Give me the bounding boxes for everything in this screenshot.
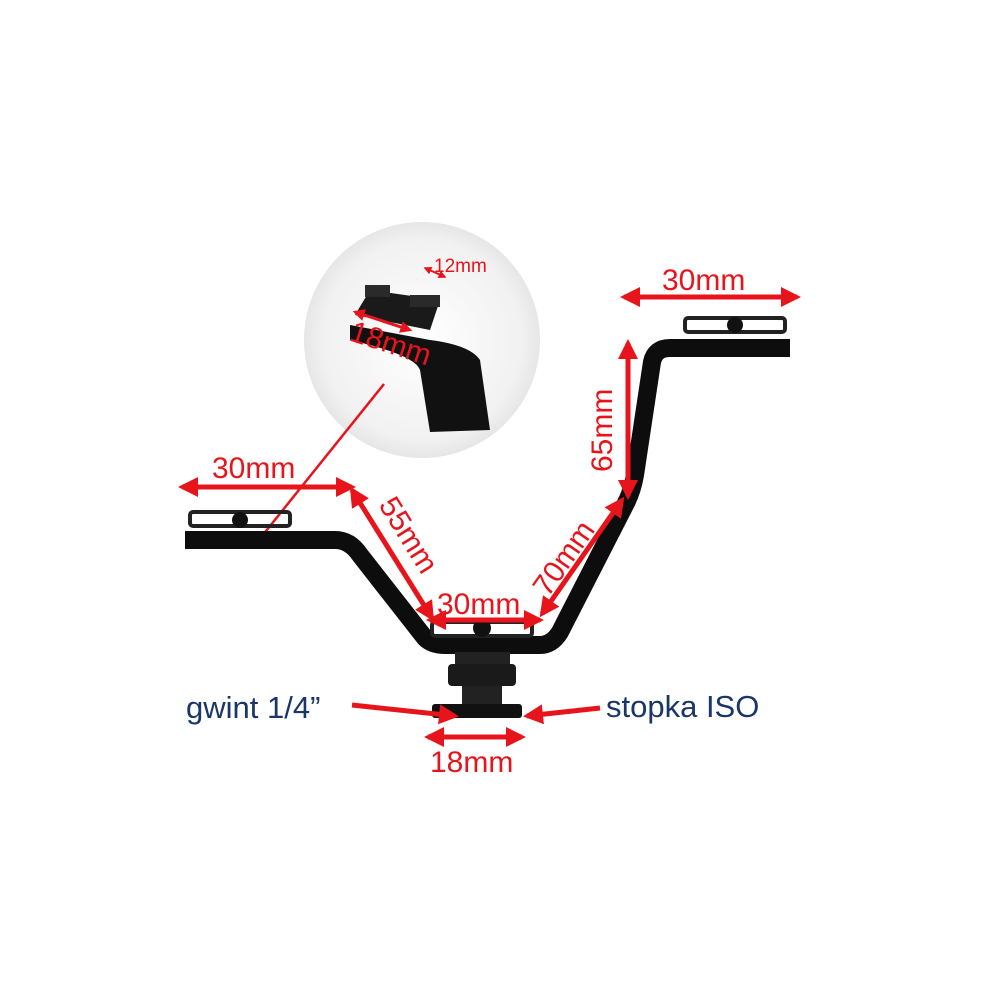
left-width-label: 30mm xyxy=(212,452,295,485)
top-right-width-label: 30mm xyxy=(662,264,745,297)
left-drop-arrow xyxy=(349,486,435,622)
right-diagonal-arrow xyxy=(539,496,625,618)
shoe-right xyxy=(683,316,787,334)
right-rise-label: 65mm xyxy=(586,389,619,472)
shoe-left xyxy=(188,510,292,528)
inset-depth-label: 12mm xyxy=(434,256,487,277)
shoe-pointer-arrow xyxy=(523,704,601,725)
inset-detail: 18mm 12mm xyxy=(304,222,540,458)
base-width-label: 18mm xyxy=(430,746,513,779)
mount-foot xyxy=(432,652,522,718)
thread-pointer-arrow xyxy=(351,702,459,725)
inset-depth-arrow xyxy=(423,266,447,279)
shoe-label: stopka ISO xyxy=(606,689,759,724)
thread-label: gwint 1/4” xyxy=(186,690,320,725)
bottom-width-label: 30mm xyxy=(437,588,520,621)
inset-width-arrow xyxy=(352,309,413,333)
